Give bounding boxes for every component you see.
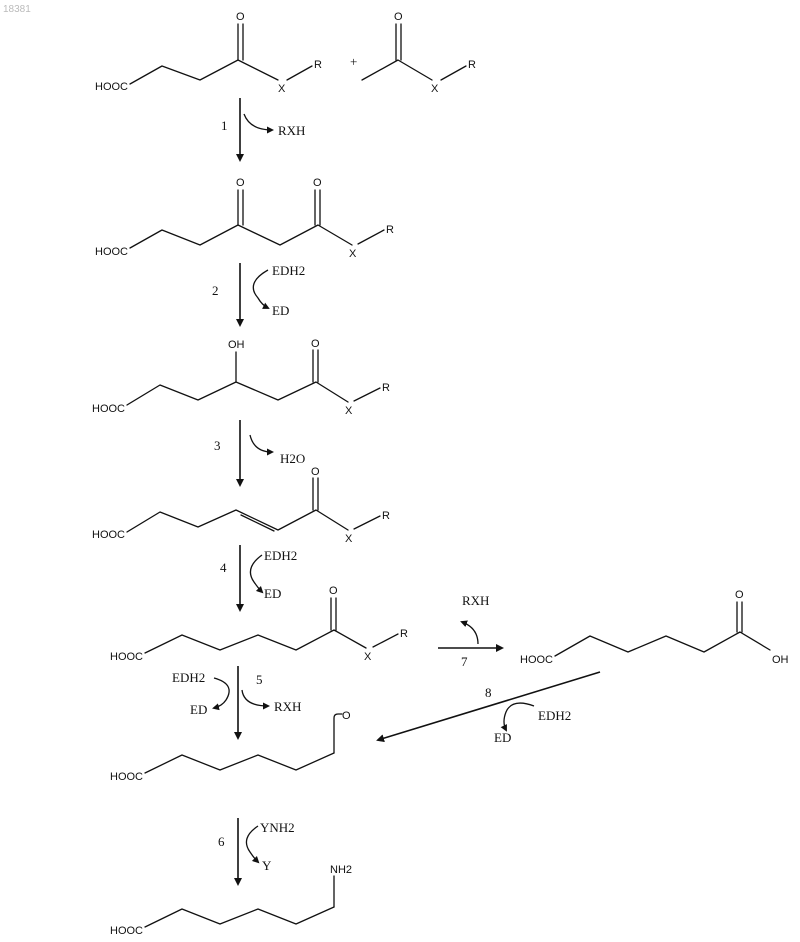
- step-number: 5: [256, 672, 263, 687]
- step-5: 5 EDH2 ED RXH: [172, 666, 301, 738]
- structure-hydroxyadipyl-thioester: HOOC OH O X R: [92, 338, 390, 417]
- reductant-label: EDH2: [538, 708, 571, 723]
- r-label: R: [382, 510, 390, 522]
- carbonyl-o-label: O: [311, 466, 320, 478]
- step-1: 1 RXH: [221, 98, 305, 160]
- x-label: X: [349, 248, 357, 260]
- amine-acceptor-label: Y: [262, 858, 272, 873]
- oxidized-label: ED: [264, 586, 281, 601]
- x-label: X: [364, 651, 372, 663]
- step-3: 3 H2O: [214, 420, 305, 485]
- acid-oh-label: OH: [772, 654, 789, 666]
- carbonyl-o-label: O: [329, 585, 338, 597]
- step-number: 2: [212, 283, 219, 298]
- step-number: 6: [218, 834, 225, 849]
- amine-donor-label: YNH2: [260, 820, 295, 835]
- byproduct-label: RXH: [462, 593, 489, 608]
- r-label: R: [314, 59, 322, 71]
- hooc-label: HOOC: [92, 529, 125, 541]
- structure-adipate-semialdehyde: HOOC O: [110, 710, 351, 783]
- structure-adipic-acid: HOOC O OH: [520, 589, 789, 666]
- structure-aminocaproic-acid: HOOC NH2: [110, 864, 352, 937]
- step-number: 1: [221, 118, 228, 133]
- x-label: X: [431, 83, 439, 95]
- r-label: R: [400, 628, 408, 640]
- oxidized-label: ED: [494, 730, 511, 745]
- plus-sign: +: [350, 54, 357, 69]
- reductant-label: EDH2: [172, 670, 205, 685]
- step-4: 4 EDH2 ED: [220, 545, 297, 610]
- step-number: 3: [214, 438, 221, 453]
- oxidized-label: ED: [272, 303, 289, 318]
- r-label: R: [468, 59, 476, 71]
- byproduct-label: RXH: [278, 123, 305, 138]
- carbonyl-o-label: O: [236, 11, 245, 23]
- hooc-label: HOOC: [110, 925, 143, 937]
- carbonyl-o-label: O: [735, 589, 744, 601]
- carbonyl-o-label: O: [313, 177, 322, 189]
- structure-adipyl-thioester: HOOC O X R: [110, 585, 408, 663]
- hooc-label: HOOC: [95, 81, 128, 93]
- hooc-label: HOOC: [520, 654, 553, 666]
- step-2: 2 EDH2 ED: [212, 263, 305, 325]
- oxidized-label: ED: [190, 702, 207, 717]
- hooc-label: HOOC: [92, 403, 125, 415]
- hydroxyl-label: OH: [228, 339, 245, 351]
- structure-acetyl-thioester: O X R: [362, 11, 476, 95]
- carbonyl-o-label: O: [394, 11, 403, 23]
- hooc-label: HOOC: [110, 651, 143, 663]
- x-label: X: [345, 405, 353, 417]
- aldehyde-o-label: O: [342, 710, 351, 722]
- hooc-label: HOOC: [110, 771, 143, 783]
- byproduct-label: RXH: [274, 699, 301, 714]
- reductant-label: EDH2: [264, 548, 297, 563]
- step-7: 7 RXH: [438, 593, 502, 669]
- structure-succinyl-thioester: HOOC O X R: [95, 11, 322, 95]
- x-label: X: [278, 83, 286, 95]
- structure-dehydroadipyl-thioester: HOOC O X R: [92, 466, 390, 545]
- water-label: H2O: [280, 451, 305, 466]
- step-6: 6 YNH2 Y: [218, 818, 295, 884]
- r-label: R: [386, 224, 394, 236]
- structure-oxoadipyl-thioester: HOOC O O X R: [95, 177, 394, 260]
- step-number: 7: [461, 654, 468, 669]
- step-8: 8 EDH2 ED: [378, 672, 600, 745]
- amino-label: NH2: [330, 864, 352, 876]
- hooc-label: HOOC: [95, 246, 128, 258]
- reductant-label: EDH2: [272, 263, 305, 278]
- step-number: 4: [220, 560, 227, 575]
- x-label: X: [345, 533, 353, 545]
- r-label: R: [382, 382, 390, 394]
- watermark: 18381: [3, 4, 31, 15]
- keto-o-label: O: [236, 177, 245, 189]
- carbonyl-o-label: O: [311, 338, 320, 350]
- step-number: 8: [485, 685, 492, 700]
